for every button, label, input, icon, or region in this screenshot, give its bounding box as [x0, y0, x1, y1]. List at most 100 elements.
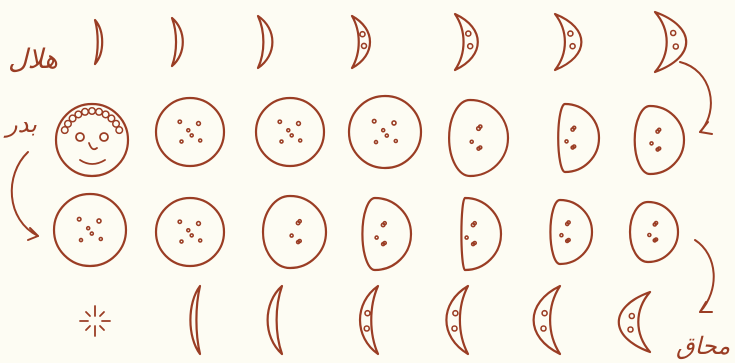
- moon-outline: [461, 198, 501, 270]
- moon-r2-1-face: [56, 104, 128, 176]
- crater: [290, 134, 293, 137]
- moon-r1-2: [172, 18, 183, 66]
- hair-curl: [89, 108, 96, 115]
- star-ray: [86, 326, 90, 330]
- moon-r3-7: [630, 202, 678, 262]
- arrows: [12, 62, 714, 312]
- moon-r1-6: [555, 14, 581, 70]
- hair-curl: [61, 127, 68, 134]
- crater: [364, 326, 369, 331]
- moon-outline: [263, 196, 326, 268]
- crater: [375, 236, 378, 239]
- moon-r2-4: [349, 96, 421, 168]
- crater: [542, 311, 547, 316]
- moon-r1-4: [352, 16, 370, 68]
- crater: [565, 140, 568, 143]
- arrow-row3-to-row4: [695, 240, 714, 312]
- crater: [671, 31, 676, 36]
- crater: [629, 314, 634, 319]
- crescent-outline: [534, 286, 560, 354]
- moon-r1-1: [95, 20, 102, 64]
- crater: [375, 141, 378, 144]
- label-dark-moon: محاق: [676, 332, 730, 360]
- moon-outline: [156, 98, 224, 166]
- crescent-outline: [555, 14, 581, 70]
- moon-r3-2: [156, 198, 224, 266]
- crater: [648, 234, 651, 237]
- crater: [362, 43, 367, 48]
- crater: [394, 139, 397, 142]
- moon-outline: [550, 200, 592, 264]
- label-full-moon: بدر: [6, 110, 37, 138]
- moon-r3-5: [461, 198, 501, 270]
- crater: [381, 223, 384, 226]
- hair-curl: [96, 109, 103, 116]
- crater: [465, 236, 468, 239]
- moon-outline: [630, 202, 678, 262]
- crater: [197, 222, 201, 226]
- eye: [76, 133, 84, 141]
- nose: [89, 143, 97, 149]
- crater: [468, 44, 473, 49]
- crater: [541, 326, 546, 331]
- hair-curl: [75, 111, 82, 118]
- crater: [90, 232, 93, 235]
- crater: [296, 221, 299, 224]
- crater: [77, 217, 81, 221]
- crater: [392, 121, 396, 125]
- crater: [372, 119, 376, 123]
- moon-r4-6: [534, 286, 560, 354]
- crescent-outline: [619, 292, 650, 352]
- crater: [628, 327, 633, 332]
- crater: [197, 122, 201, 126]
- arrow-row2-to-row3: [12, 152, 38, 236]
- label-crescent: هلال: [8, 44, 58, 75]
- crater: [178, 120, 181, 123]
- moon-r4-7: [619, 292, 650, 352]
- moon-r1-5: [455, 14, 478, 70]
- crescent-outline: [268, 286, 282, 354]
- crater: [650, 142, 653, 145]
- crescent-outline: [95, 20, 102, 64]
- crescent-outline: [446, 286, 468, 354]
- moon-r2-2: [156, 98, 224, 166]
- star-ray: [86, 312, 90, 316]
- moon-r2-7: [635, 106, 684, 174]
- moon-r3-4: [362, 198, 411, 270]
- moon-r3-1: [54, 194, 126, 266]
- moon-r1-3: [258, 16, 272, 68]
- star-ray: [100, 326, 104, 330]
- crater: [178, 220, 181, 223]
- moon-r2-3: [256, 98, 324, 166]
- crater: [568, 31, 573, 36]
- crater: [385, 134, 388, 137]
- arrowhead: [700, 122, 712, 134]
- crater: [365, 311, 370, 316]
- crater: [570, 44, 575, 49]
- hair-curl: [113, 120, 120, 127]
- moon-r2-5: [449, 100, 508, 176]
- crater: [452, 326, 457, 331]
- moon-r3-3: [263, 196, 326, 268]
- crater: [382, 129, 385, 132]
- crater: [280, 140, 283, 143]
- moon-r4-5: [446, 286, 468, 354]
- crater: [560, 234, 563, 237]
- crater: [278, 120, 281, 123]
- arrowhead: [700, 302, 712, 312]
- hair-curl: [82, 109, 89, 116]
- crater: [673, 44, 678, 49]
- crater: [99, 237, 102, 240]
- crescent-outline: [352, 16, 370, 68]
- crescent-outline: [360, 286, 378, 354]
- moon-outline: [558, 104, 599, 172]
- crater: [187, 129, 190, 132]
- crater: [190, 234, 193, 237]
- crater: [470, 140, 473, 143]
- mouth: [80, 160, 105, 164]
- moon-r4-2: [190, 286, 200, 354]
- crater: [299, 139, 302, 142]
- crater: [97, 219, 101, 223]
